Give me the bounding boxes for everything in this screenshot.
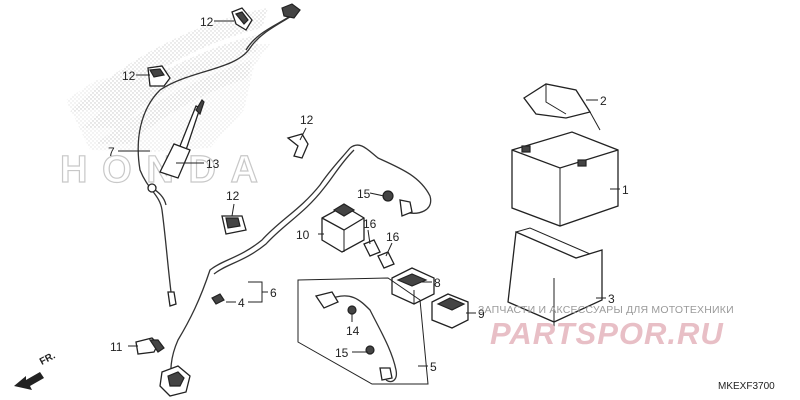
callout-16-b: 16 [386,230,400,244]
relay-10 [321,203,365,253]
harness-5-group [297,277,429,385]
callout-12-mid: 12 [122,69,136,83]
callout-2: 2 [600,94,607,108]
callout-14: 14 [346,324,360,338]
clip-12-center [286,133,309,159]
callout-15-upper: 15 [357,187,371,201]
callout-7: 7 [108,145,115,159]
diagram-code: MKEXF3700 [718,381,775,392]
bolt-4 [211,293,225,305]
callout-12-top: 12 [200,15,214,29]
callout-10: 10 [296,228,310,242]
callout-9: 9 [478,307,485,321]
callout-13: 13 [206,157,220,171]
callout-6: 6 [270,286,277,300]
cover-2 [523,83,601,131]
sensor-13 [159,99,205,179]
callout-15-lower: 15 [335,346,349,360]
clip-12-mid [147,65,171,87]
fuse-16a [363,239,381,257]
leader-lines [118,20,620,367]
watermark-subtitle: ЗАПЧАСТИ И АКСЕССУАРЫ ДЛЯ МОТОТЕХНИКИ [478,304,734,316]
callout-8: 8 [434,276,441,290]
honda-wordmark: HONDA [60,149,260,191]
clip-12-top [231,7,253,31]
callout-16-a: 16 [363,217,377,231]
front-arrow-icon [14,372,44,390]
fuse-box-8 [391,267,435,305]
harness-7 [137,3,301,307]
fuse-16b [377,251,395,269]
callout-3: 3 [608,292,615,306]
battery-1 [511,131,619,227]
bolt-15-upper [382,190,394,202]
callout-1: 1 [622,183,629,197]
clip-12-lower [221,215,247,235]
callout-12-lower: 12 [226,189,240,203]
battery-box-3 [507,227,603,330]
watermark-logo: PARTSPOR.RU [490,316,724,351]
callout-4: 4 [238,296,245,310]
callout-12-center: 12 [300,113,314,127]
callout-11: 11 [110,340,123,354]
callout-5: 5 [430,360,437,374]
terminal-11 [135,337,165,355]
harness-6 [159,144,432,397]
part-9 [431,293,469,329]
